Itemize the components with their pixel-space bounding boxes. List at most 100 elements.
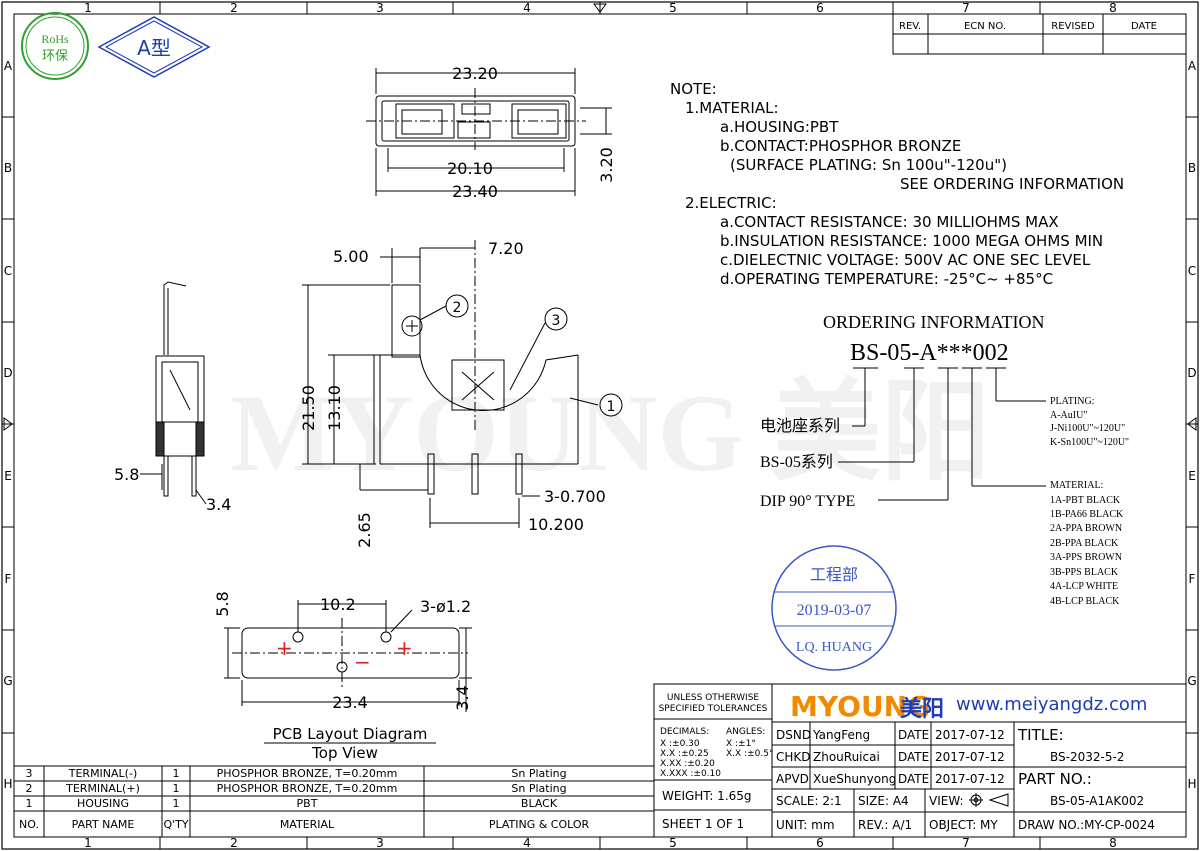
tb-chkd-name: ZhouRuicai — [813, 750, 880, 764]
brand-website: www.meiyangdz.com — [956, 694, 1147, 715]
dim-20-10: 20.10 — [447, 159, 493, 178]
tb-size: SIZE: A4 — [858, 794, 909, 808]
col-label: 3 — [376, 836, 384, 850]
plating-option: K-Sn100U"~120U" — [1050, 437, 1129, 448]
tb-ang: X :±1° — [726, 739, 756, 749]
series-bs05: BS-05系列 — [760, 453, 833, 471]
stamp-dept: 工程部 — [810, 566, 858, 584]
col-label: 5 — [669, 836, 677, 850]
tb-view: VIEW: — [929, 794, 964, 808]
dim-5-00: 5.00 — [333, 247, 369, 266]
center-mark-right — [1187, 417, 1197, 431]
note-line: b.INSULATION RESISTANCE: 1000 MEGA OHMS … — [720, 232, 1103, 250]
col-label: 4 — [523, 836, 531, 850]
row-label: B — [1188, 161, 1196, 175]
bom-cell: PHOSPHOR BRONZE, T=0.20mm — [217, 767, 398, 780]
tb-apvd: APVD — [776, 772, 809, 786]
series-dip: DIP 90° TYPE — [760, 493, 855, 510]
tb-tol: X.XXX :±0.10 — [660, 769, 721, 779]
rohs-cn: 环保 — [42, 49, 68, 64]
bom-cell: 1 — [26, 797, 33, 810]
material-option: 2B-PPA BLACK — [1050, 538, 1119, 549]
row-label: C — [1188, 264, 1196, 278]
dim-5-8: 5.8 — [114, 465, 139, 484]
row-label: E — [4, 469, 12, 483]
col-label: 1 — [84, 836, 92, 850]
revision-table: REV. ECN NO. REVISED DATE — [892, 13, 1187, 55]
approval-stamp: 工程部 2019-03-07 LQ. HUANG — [771, 545, 897, 671]
tb-specified: SPECIFIED TOLERANCES — [659, 704, 768, 714]
tb-date-value: 2017-07-12 — [935, 728, 1005, 742]
col-label: 7 — [962, 836, 970, 850]
bom-cell: 1 — [173, 767, 180, 780]
dim-3-4: 3.4 — [206, 495, 231, 514]
rev-header: DATE — [1131, 21, 1157, 32]
bom-cell: 1 — [173, 797, 180, 810]
tb-weight: WEIGHT: 1.65g — [662, 789, 752, 803]
note-line: 1.MATERIAL: — [685, 99, 779, 117]
bom-header: MATERIAL — [280, 818, 335, 831]
bom-cell: 3 — [26, 767, 33, 780]
col-label: 8 — [1109, 1, 1117, 15]
callout-number: 2 — [453, 300, 462, 316]
tb-date-label: DATE — [898, 728, 929, 742]
bom-cell: TERMINAL(-) — [68, 767, 137, 780]
pcb-layout — [224, 600, 472, 712]
tb-sheet: SHEET 1 OF 1 — [662, 817, 744, 831]
brand-cn: 美阳 — [900, 696, 944, 722]
note-line: 2.ELECTRIC: — [685, 194, 777, 212]
callout-1: 1 — [599, 393, 623, 417]
dim-pcb-3-4: 3.4 — [453, 685, 472, 710]
tb-apvd-name: XueShunyong — [813, 772, 896, 786]
bom-table — [13, 765, 655, 838]
ordering-heading: ORDERING INFORMATION — [823, 312, 1045, 332]
dim-23-40: 23.40 — [452, 182, 498, 201]
col-label: 8 — [1109, 836, 1117, 850]
side-view — [140, 281, 207, 505]
rohs-text: RoHs — [41, 32, 69, 46]
col-label: 5 — [669, 1, 677, 15]
row-label: G — [1187, 674, 1196, 688]
bom-cell: Sn Plating — [511, 767, 566, 780]
tb-date-label: DATE — [898, 750, 929, 764]
ordering-leaders — [838, 367, 1046, 501]
material-options: MATERIAL: 1A-PBT BLACK 1B-PA66 BLACK 2A-… — [1050, 480, 1124, 607]
bom-header: NO. — [19, 818, 39, 831]
tb-dsnd: DSND — [776, 728, 811, 742]
tb-object: OBJECT: MY — [929, 818, 998, 832]
tb-title-label: TITLE: — [1017, 726, 1064, 744]
tb-date-label: DATE — [898, 772, 929, 786]
tb-angles: ANGLES: — [726, 727, 765, 737]
plus-mark: + — [396, 636, 413, 660]
col-label: 4 — [523, 1, 531, 15]
series-cn: 电池座系列 — [760, 416, 840, 435]
callout-number: 3 — [552, 313, 561, 329]
rev-header: ECN NO. — [964, 21, 1006, 32]
bom-header: PLATING & COLOR — [489, 818, 590, 831]
bom-cell: PBT — [297, 797, 318, 810]
tb-ang: X.X :±0.5° — [726, 749, 773, 759]
row-label: H — [1187, 777, 1196, 791]
row-label: A — [1188, 59, 1197, 73]
note-heading: NOTE: — [670, 80, 717, 98]
tb-tol: X.XX :±0.20 — [660, 759, 715, 769]
dim-pcb-5-8: 5.8 — [213, 591, 232, 616]
bom-cell: BLACK — [521, 797, 558, 810]
row-label: E — [1188, 469, 1196, 483]
callout-number: 1 — [607, 399, 616, 415]
col-label: 6 — [816, 1, 824, 15]
brand-logo: MYOUNG — [790, 690, 930, 723]
tb-draw-no: DRAW NO.:MY-CP-0024 — [1018, 818, 1155, 832]
note-line: a.CONTACT RESISTANCE: 30 MILLIOHMS MAX — [720, 213, 1059, 231]
tb-title-value: BS-2032-5-2 — [1050, 750, 1124, 764]
tb-unless: UNLESS OTHERWISE — [667, 693, 759, 703]
note-line: a.HOUSING:PBT — [720, 118, 839, 136]
material-option: 1A-PBT BLACK — [1050, 495, 1121, 506]
bom-cell: Sn Plating — [511, 782, 566, 795]
col-label: 3 — [376, 1, 384, 15]
bom-header: Q'TY — [163, 818, 188, 831]
material-title: MATERIAL: — [1050, 480, 1103, 491]
bom-cell: HOUSING — [77, 797, 129, 810]
